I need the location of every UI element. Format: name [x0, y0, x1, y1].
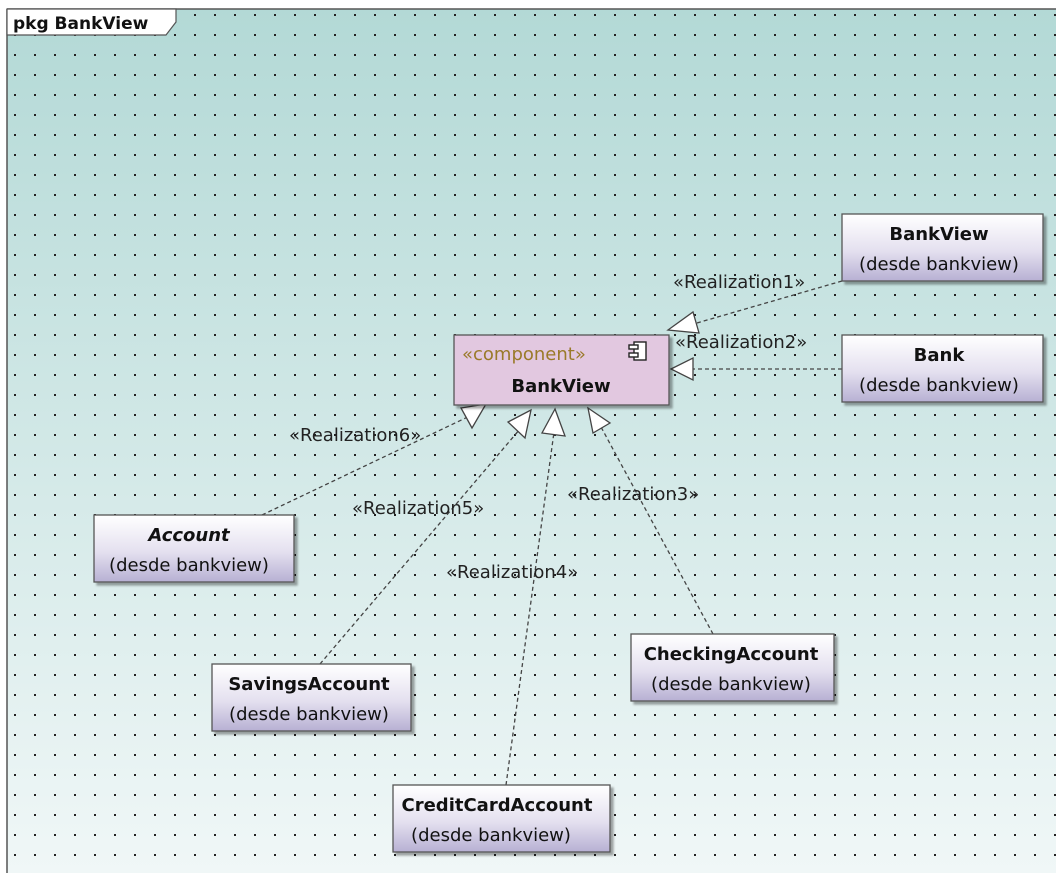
realization-label-2: «Realization2»	[675, 332, 807, 353]
class-bankview[interactable]: BankView (desde bankview)	[841, 213, 1044, 282]
realization-arrowhead-4	[540, 407, 566, 437]
class-name: CheckingAccount	[644, 644, 819, 665]
component-stereotype: «component»	[462, 344, 586, 365]
realization-line-1[interactable]	[689, 280, 843, 326]
realization-connectors	[261, 280, 843, 786]
realization-arrowhead-6	[459, 403, 488, 430]
realization-line-5[interactable]	[319, 428, 521, 665]
package-frame[interactable]	[6, 8, 1056, 873]
class-account[interactable]: Account (desde bankview)	[93, 514, 295, 583]
class-source: (desde bankview)	[859, 375, 1019, 396]
class-source: (desde bankview)	[109, 555, 269, 576]
class-name: CreditCardAccount	[402, 795, 593, 816]
realization-arrowhead-3	[587, 406, 612, 435]
class-checking-account[interactable]: CheckingAccount (desde bankview)	[630, 633, 835, 702]
component-name: BankView	[511, 376, 610, 397]
realization-labels: «Realization1» «Realization2» «Realizati…	[289, 272, 807, 583]
realization-arrowhead-2	[669, 356, 694, 382]
class-name: Account	[146, 525, 231, 546]
realization-label-4: «Realization4»	[446, 562, 578, 583]
realization-arrowhead-5	[506, 408, 532, 440]
realization-label-6: «Realization6»	[289, 425, 421, 446]
class-name: Bank	[914, 345, 966, 366]
realization-arrowheads	[459, 310, 700, 440]
class-savings-account[interactable]: SavingsAccount (desde bankview)	[211, 663, 412, 732]
package-title: pkg BankView	[13, 14, 149, 34]
component-bankview[interactable]: «component» BankView	[453, 334, 670, 406]
realization-label-3: «Realization3»	[567, 484, 699, 505]
realization-arrowhead-1	[666, 310, 700, 334]
realization-label-5: «Realization5»	[352, 498, 484, 519]
class-bank[interactable]: Bank (desde bankview)	[841, 334, 1044, 403]
component-icon	[628, 341, 647, 361]
class-name: SavingsAccount	[228, 674, 390, 695]
class-creditcard-account[interactable]: CreditCardAccount (desde bankview)	[392, 784, 611, 853]
class-source: (desde bankview)	[411, 825, 571, 846]
realization-label-1: «Realization1»	[673, 272, 805, 293]
class-source: (desde bankview)	[651, 674, 811, 695]
class-name: BankView	[889, 224, 988, 245]
class-source: (desde bankview)	[229, 704, 389, 725]
realization-line-4[interactable]	[505, 431, 555, 786]
package-tab: pkg BankView	[6, 8, 177, 36]
realization-line-3[interactable]	[600, 426, 714, 635]
class-source: (desde bankview)	[859, 254, 1019, 275]
